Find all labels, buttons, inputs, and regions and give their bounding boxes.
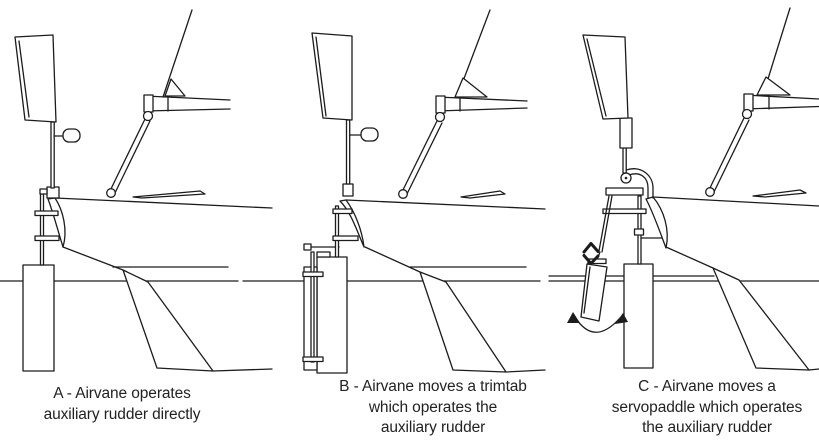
transom-c: [645, 196, 668, 249]
caption-b-line3: auxiliary rudder: [380, 419, 486, 436]
caption-c-line2: servopaddle which operates: [611, 398, 803, 416]
diagram-b: [242, 9, 546, 374]
sail-corner-b: [454, 77, 488, 98]
backstay-c: [756, 7, 791, 96]
transom-b: [339, 199, 365, 248]
rudder-stock-c: [602, 187, 663, 265]
deck-sliver-b: [460, 190, 506, 199]
vane-shaft-b: [345, 119, 351, 185]
hull-c: [645, 189, 819, 371]
vane-bracket-plate-c: [619, 117, 633, 149]
airvane-c: [582, 34, 633, 174]
vane-blade-c: [582, 34, 629, 120]
tiller-linkage-b: [398, 95, 528, 199]
vane-shaft-c: [622, 146, 627, 174]
auxiliary-rudder-a: [22, 264, 55, 372]
caption-a-line2: auxiliary rudder directly: [43, 405, 201, 423]
airvane-a: [14, 34, 81, 189]
servo-pushrod-c: [587, 195, 613, 265]
main-rudder-b: [419, 271, 507, 373]
sail-corner-a: [164, 78, 186, 97]
deck-sliver-c: [752, 189, 807, 198]
main-rudder-a: [122, 269, 214, 372]
line-art: [0, 7, 819, 374]
caption-a: A - Airvane operates auxiliary rudder di…: [7, 384, 237, 425]
caption-b-line2: which operates the: [368, 398, 498, 416]
tiller-linkage-a: [106, 94, 231, 198]
transom-a: [47, 197, 66, 248]
backstay-b: [454, 9, 491, 98]
caption-c-line3: the auxiliary rudder: [642, 419, 772, 436]
diagram-c: [548, 7, 819, 371]
vane-blade-a: [14, 34, 57, 123]
trimtab-control-rod-b: [302, 243, 340, 363]
caption-c-line1: C - Airvane moves a: [638, 378, 776, 395]
main-rudder-c: [712, 267, 810, 371]
backstay-a: [162, 9, 193, 98]
airvane-b: [311, 32, 379, 185]
swing-arrow-icon: [567, 312, 628, 333]
caption-b-line1: B - Airvane moves a trimtab: [339, 378, 527, 395]
sail-corner-c: [756, 76, 791, 96]
vane-pivot-arm-c: [620, 168, 654, 199]
vane-blade-b: [311, 32, 353, 121]
caption-c: C - Airvane moves a servopaddle which op…: [597, 377, 817, 439]
counterweight-b: [360, 127, 379, 142]
waterline-b: [242, 266, 541, 282]
rudder-stock-a: [34, 186, 60, 266]
auxiliary-rudder-c: [623, 263, 654, 369]
counterweight-a: [62, 128, 81, 143]
hull-a: [47, 190, 273, 372]
hull-b: [339, 190, 546, 373]
caption-b: B - Airvane moves a trimtab which operat…: [321, 377, 545, 439]
rudder-top-notch-b: [316, 251, 331, 258]
servopaddle-c: [580, 263, 608, 322]
deck-sliver-a: [132, 190, 206, 199]
tiller-linkage-c: [705, 93, 819, 197]
caption-a-line1: A - Airvane operates: [53, 385, 191, 402]
diagram-a: [0, 9, 273, 372]
up-down-arrows-icon: [582, 242, 600, 265]
vane-shaft-a: [50, 121, 55, 189]
